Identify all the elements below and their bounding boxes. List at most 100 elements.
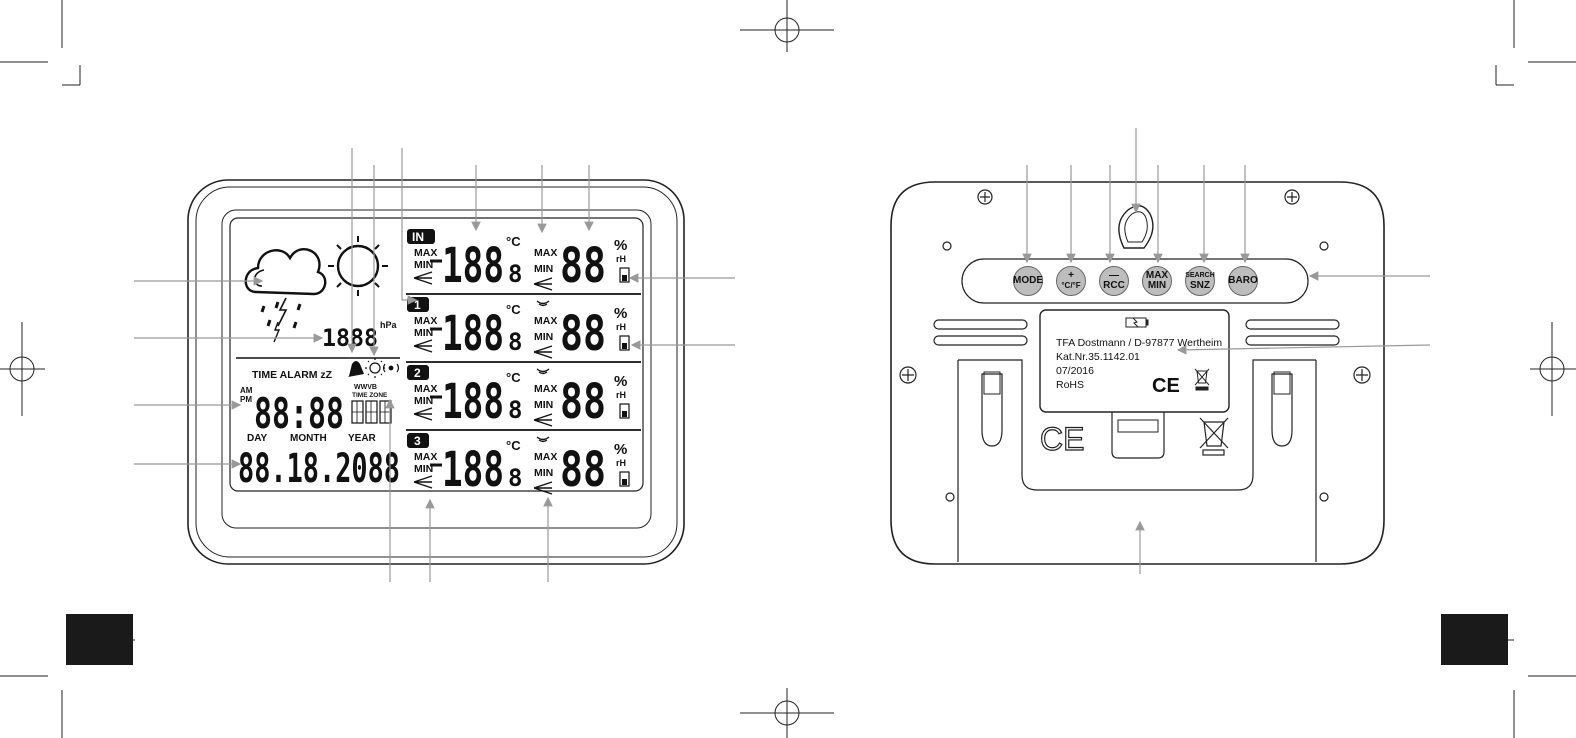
hum-unit: % (614, 441, 627, 458)
hum-suffix: rH (616, 254, 626, 264)
trend-arrow-icon (413, 475, 433, 489)
max-label: MAX (534, 247, 557, 259)
temp-decimal: 8 (508, 464, 522, 492)
am-label: AM (240, 386, 253, 395)
channel-tag-bg (407, 433, 429, 448)
hum-digits: 88 (560, 306, 606, 362)
mode-button[interactable]: MODE (1013, 266, 1043, 296)
temp-decimal: 8 (508, 328, 522, 356)
battery-level-icon (622, 343, 627, 349)
temp-unit: °C (506, 234, 521, 249)
time-zone-label: TIME ZONE (352, 392, 388, 399)
temp-digits: 188 (442, 442, 504, 498)
hum-suffix: rH (616, 390, 626, 400)
max-label: MAX (534, 383, 557, 395)
screw-icons (899, 189, 1371, 502)
max-label: MAX (414, 383, 437, 395)
trend-arrow-icon (413, 339, 433, 353)
temp-unit: °C (506, 438, 521, 453)
temp-digits: 188 (442, 238, 504, 294)
back-device (890, 181, 1385, 565)
min-label: MIN (534, 467, 553, 479)
ce-mark-small: CE (1152, 375, 1180, 397)
pressure-value: 1888 (322, 324, 378, 352)
date-header-day: DAY (247, 433, 268, 444)
temp-decimal: 8 (508, 396, 522, 424)
channel-tag: 2 (414, 366, 421, 380)
label-manufacturer: TFA Dostmann / D-97877 Wertheim (1056, 337, 1223, 349)
min-label: MIN (534, 331, 553, 343)
hum-unit: % (614, 373, 627, 390)
channel-tag: 3 (414, 434, 421, 448)
time-header: TIME ALARM zZ (252, 369, 333, 381)
battery-icon (619, 403, 630, 419)
time-value: 88:88 (254, 389, 344, 438)
max-label: MAX (534, 451, 557, 463)
date-value: 88.18.2088 (238, 446, 400, 492)
label-date: 07/2016 (1056, 365, 1094, 377)
date-header-year: YEAR (348, 433, 377, 444)
signal-wave-icon (536, 436, 550, 443)
wwvb-label: WWVB (354, 384, 377, 391)
min-label: MIN (414, 259, 433, 271)
hum-suffix: rH (616, 458, 626, 468)
battery-level-icon (622, 275, 627, 281)
hum-digits: 88 (560, 442, 606, 498)
trend-arrow-icon (413, 271, 433, 285)
channel-tag: IN (412, 230, 424, 244)
battery-icon (619, 335, 630, 351)
min-label: MIN (414, 463, 433, 475)
pressure-unit: hPa (380, 320, 398, 330)
battery-icon (619, 471, 630, 487)
max-label: MAX (414, 315, 437, 327)
max-label: MAX (414, 247, 437, 259)
signal-wave-icon (536, 368, 550, 375)
temp-unit: °C (506, 370, 521, 385)
channel-tag-bg (407, 229, 435, 244)
hum-unit: % (614, 237, 627, 254)
min-label: MIN (414, 395, 433, 407)
channel-tag-bg (407, 365, 429, 380)
baro-button[interactable]: BARO (1228, 266, 1258, 296)
ce-mark-large: CE (1040, 421, 1084, 457)
signal-wave-icon (536, 300, 550, 307)
max-label: MAX (414, 451, 437, 463)
label-rohs: RoHS (1056, 379, 1085, 391)
temp-digits: 188 (442, 374, 504, 430)
hum-suffix: rH (616, 322, 626, 332)
date-header-month: MONTH (290, 433, 327, 444)
temp-unit: °C (506, 302, 521, 317)
sun-icon (328, 236, 388, 296)
trend-arrow-icon (413, 407, 433, 421)
pm-label: PM (240, 395, 252, 404)
battery-level-icon (622, 479, 627, 485)
hum-unit: % (614, 305, 627, 322)
trend-arrow-icon (533, 481, 553, 495)
product-label: TFA Dostmann / D-97877 Wertheim Kat.Nr.3… (1056, 336, 1222, 392)
trend-arrow-icon (533, 277, 553, 291)
channel-tag: 1 (414, 298, 421, 312)
hum-digits: 88 (560, 238, 606, 294)
min-label: MIN (534, 399, 553, 411)
trend-arrow-icon (533, 413, 553, 427)
hum-digits: 88 (560, 374, 606, 430)
battery-level-icon (622, 411, 627, 417)
min-label: MIN (414, 327, 433, 339)
battery-icon (1125, 317, 1149, 328)
min-label: MIN (534, 263, 553, 275)
cloud-rain-icon (244, 247, 327, 343)
weee-bin-icon (1199, 417, 1229, 456)
max-label: MAX (534, 315, 557, 327)
label-cat-number: Kat.Nr.35.1142.01 (1056, 351, 1140, 363)
weee-bin-small-icon (1194, 368, 1210, 391)
plus-unit-button[interactable]: +°C/°F (1056, 266, 1086, 296)
bell-icon (348, 361, 364, 377)
front-device (187, 179, 685, 565)
page-tab-right (1441, 614, 1508, 665)
minus-rcc-button[interactable]: —RCC (1099, 266, 1129, 296)
